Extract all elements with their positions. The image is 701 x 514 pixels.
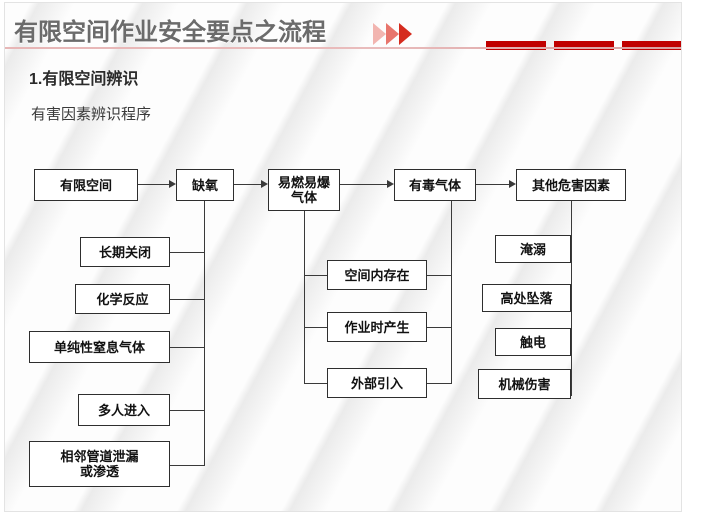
flow-node-drowning[interactable]: 淹溺 bbox=[495, 235, 571, 263]
flow-node-toxic-gas[interactable]: 有毒气体 bbox=[394, 169, 476, 201]
header-accent-block-1 bbox=[486, 41, 546, 50]
flow-node-multiple-people-entry[interactable]: 多人进入 bbox=[78, 394, 170, 426]
flow-node-generated-during-work[interactable]: 作业时产生 bbox=[327, 312, 427, 342]
header-divider-line bbox=[5, 47, 681, 49]
connector-toxic-trunk bbox=[451, 201, 453, 384]
flow-node-chemical-reaction[interactable]: 化学反应 bbox=[75, 284, 170, 314]
arrow-head-toxic-to-other bbox=[509, 180, 516, 188]
flow-node-oxygen-deficiency[interactable]: 缺氧 bbox=[176, 169, 234, 201]
connector-introduced-externally-right bbox=[427, 383, 452, 385]
flow-node-long-term-closure[interactable]: 长期关闭 bbox=[80, 237, 170, 267]
connector-long-term-closure bbox=[170, 252, 205, 254]
chevron-right-icon-solid bbox=[399, 23, 412, 45]
flow-node-confined-space[interactable]: 有限空间 bbox=[34, 169, 138, 201]
arrow-head-flammable-to-toxic bbox=[387, 180, 394, 188]
flow-node-flammable-explosive-gas[interactable]: 易燃易爆 气体 bbox=[268, 169, 340, 211]
flowchart: 有限空间 缺氧 易燃易爆 气体 有毒气体 其他危害因素 长期关闭 化学反应 单纯… bbox=[5, 3, 681, 511]
flow-node-fall-from-height[interactable]: 高处坠落 bbox=[482, 284, 571, 312]
connector-introduced-externally-left bbox=[304, 383, 327, 385]
connector-mechanical-injury bbox=[571, 394, 572, 396]
connector-oxygen-trunk bbox=[204, 201, 206, 466]
connector-flammable-to-toxic bbox=[340, 184, 387, 186]
connector-oxygen-to-flammable bbox=[234, 184, 261, 186]
flow-node-adjacent-pipe-leak[interactable]: 相邻管道泄漏 或渗透 bbox=[29, 441, 170, 487]
flow-node-existing-in-space[interactable]: 空间内存在 bbox=[327, 260, 427, 290]
flow-node-simple-asphyxiant-gas[interactable]: 单纯性窒息气体 bbox=[29, 331, 170, 363]
header-accent-block-3 bbox=[622, 41, 681, 50]
section-subheading: 有害因素辨识程序 bbox=[31, 106, 152, 123]
flow-node-electric-shock[interactable]: 触电 bbox=[495, 328, 571, 356]
page-title: 有限空间作业安全要点之流程 bbox=[14, 19, 326, 46]
slide-header: 有限空间作业安全要点之流程 bbox=[5, 3, 681, 50]
connector-generated-during-work-left bbox=[304, 327, 327, 329]
connector-existing-in-space-left bbox=[304, 275, 327, 277]
connector-drowning bbox=[571, 249, 572, 251]
connector-toxic-to-other bbox=[476, 184, 509, 186]
connector-multiple-people-entry bbox=[170, 410, 205, 412]
connector-fall-from-height bbox=[571, 298, 572, 300]
connector-simple-asphyxiant-gas bbox=[170, 347, 205, 349]
flow-node-other-hazards[interactable]: 其他危害因素 bbox=[516, 169, 626, 201]
connector-adjacent-pipe-leak bbox=[170, 465, 205, 467]
header-accent-block-2 bbox=[554, 41, 614, 50]
chevron-right-icon-light bbox=[373, 23, 386, 45]
slide-canvas: 有限空间作业安全要点之流程 1.有限空间辨识 有害因素辨识程序 有限空间 缺氧 … bbox=[4, 2, 682, 512]
section-heading: 1.有限空间辨识 bbox=[29, 71, 139, 88]
connector-electric-shock bbox=[571, 342, 572, 344]
connector-flammable-trunk bbox=[304, 211, 306, 383]
chevron-right-icon-medium bbox=[386, 23, 399, 45]
arrow-head-oxygen-to-flammable bbox=[261, 180, 268, 188]
arrow-head-confined-to-oxygen bbox=[169, 180, 176, 188]
connector-generated-during-work-right bbox=[427, 327, 452, 329]
flow-node-introduced-externally[interactable]: 外部引入 bbox=[327, 368, 427, 398]
chevron-arrows-decoration bbox=[373, 23, 429, 47]
connector-confined-to-oxygen bbox=[138, 184, 169, 186]
connector-existing-in-space-right bbox=[427, 275, 452, 277]
header-accent-blocks bbox=[486, 41, 681, 50]
connector-chemical-reaction bbox=[170, 299, 205, 301]
flow-node-mechanical-injury[interactable]: 机械伤害 bbox=[478, 369, 571, 399]
